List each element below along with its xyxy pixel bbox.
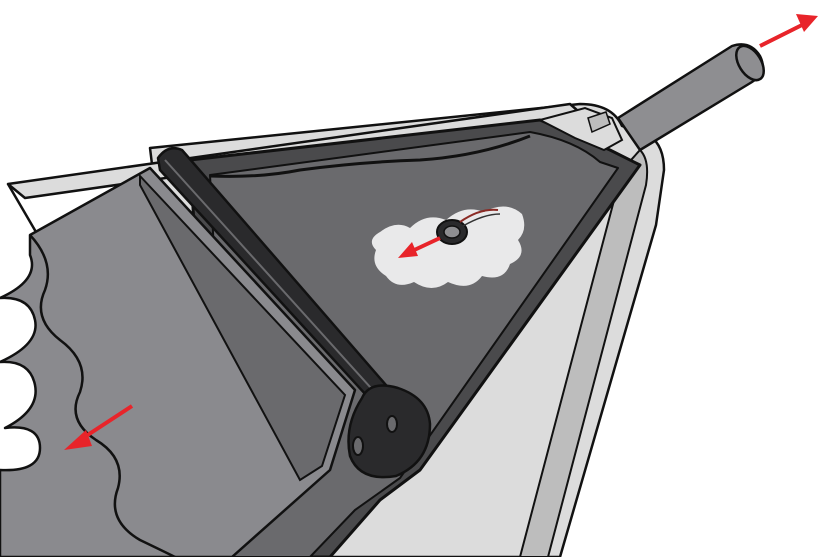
double-arrow-icon <box>760 14 818 46</box>
end-cap-hole <box>387 416 397 432</box>
crank-rod <box>540 41 769 150</box>
end-cap-hole-2 <box>353 437 363 455</box>
